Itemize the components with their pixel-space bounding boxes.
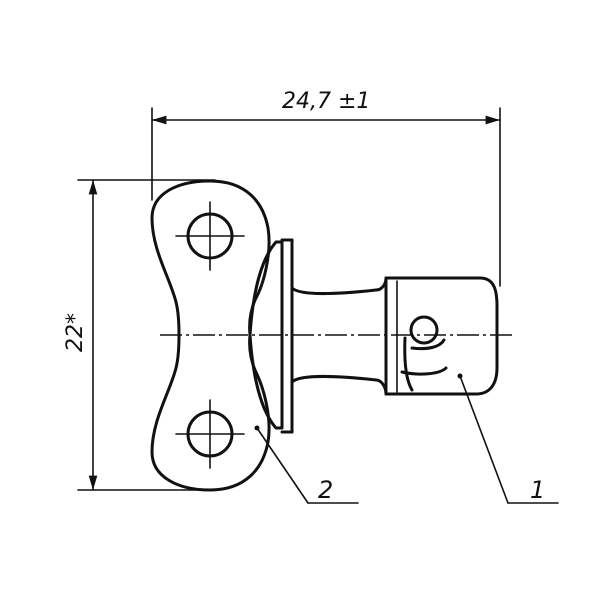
height-dimension-label: 22* [63, 313, 88, 352]
length-dimension-label: 24,7 ±1 [282, 89, 370, 114]
key-shaft [290, 276, 388, 396]
length-dimension: 24,7 ±1 [151, 89, 501, 287]
callout-2-label: 2 [318, 476, 333, 504]
socket-sleeve [384, 276, 499, 396]
key-head [150, 179, 271, 492]
callout-1: 1 [457, 373, 559, 504]
callout-1-label: 1 [530, 476, 545, 504]
flange [248, 238, 294, 434]
pin [409, 315, 439, 345]
callout-2: 2 [254, 425, 359, 504]
height-dimension: 22* [63, 179, 216, 491]
